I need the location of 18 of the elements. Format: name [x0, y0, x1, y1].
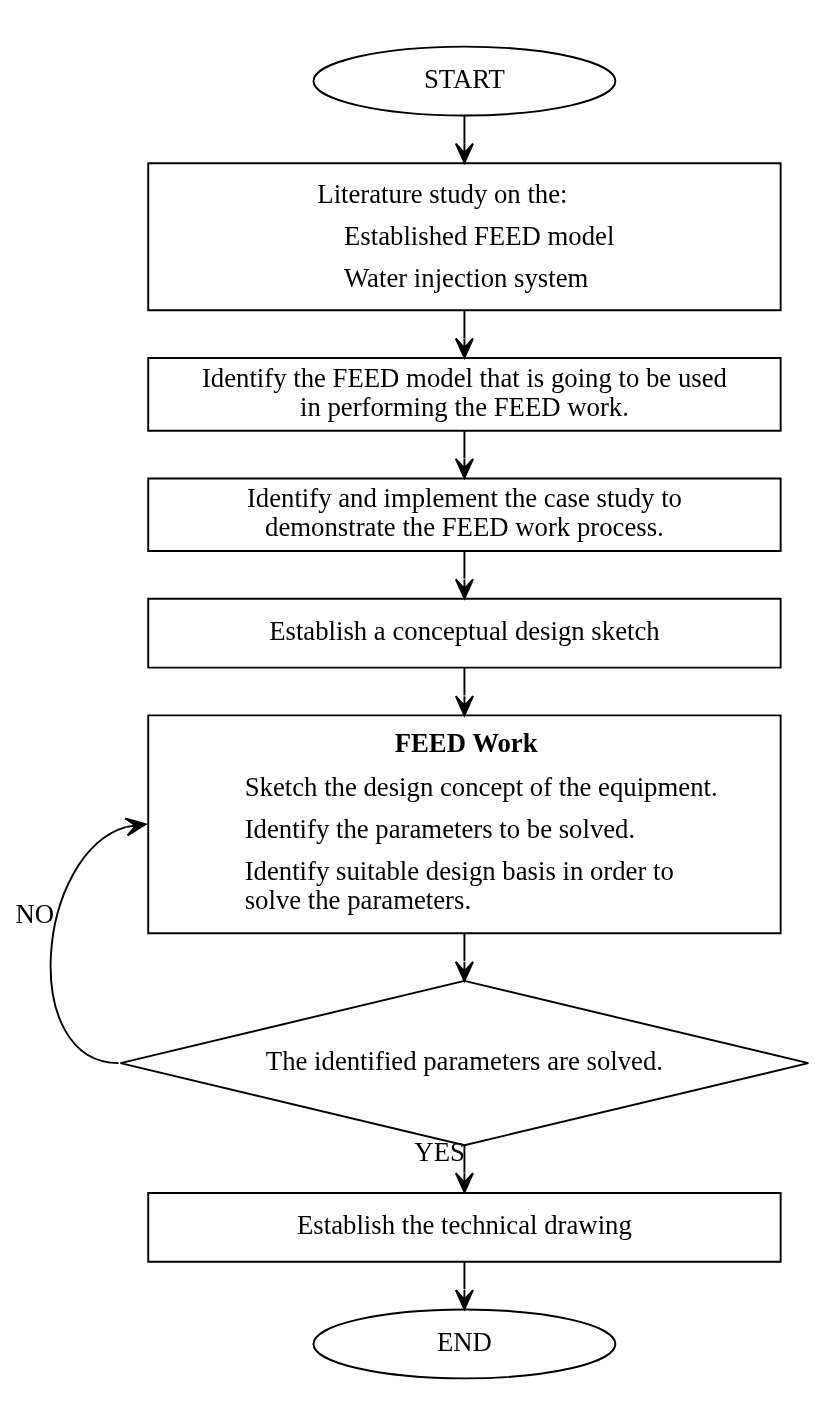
arrow [49, 816, 147, 1064]
arrow [454, 1260, 474, 1310]
arrow [454, 1143, 474, 1193]
node-box: Identify the FEED model that is going to be used in performing the FEED work. [147, 356, 782, 432]
node-box: Establish a conceptual design sketch [147, 597, 782, 669]
node-box: FEED Work Sketch the design concept of the equipment. Identify the parameters to be solved. Identify suitable design basis in order to solve the parameters. [147, 713, 782, 934]
node-box: Literature study on the: Established FEED model Water injection system [147, 161, 782, 311]
node-ellipse: END [312, 1308, 617, 1379]
arrow [454, 549, 474, 599]
arrow [454, 309, 474, 359]
arrow [454, 666, 474, 716]
edge-label: NO [15, 898, 55, 929]
arrow [454, 429, 474, 479]
node-box: Identify and implement the case study to demonstrate the FEED work process. [147, 477, 782, 552]
arrow [454, 931, 474, 982]
arrow [454, 114, 474, 164]
node-ellipse: START [312, 45, 617, 116]
node-box: Establish the technical drawing [147, 1191, 782, 1263]
